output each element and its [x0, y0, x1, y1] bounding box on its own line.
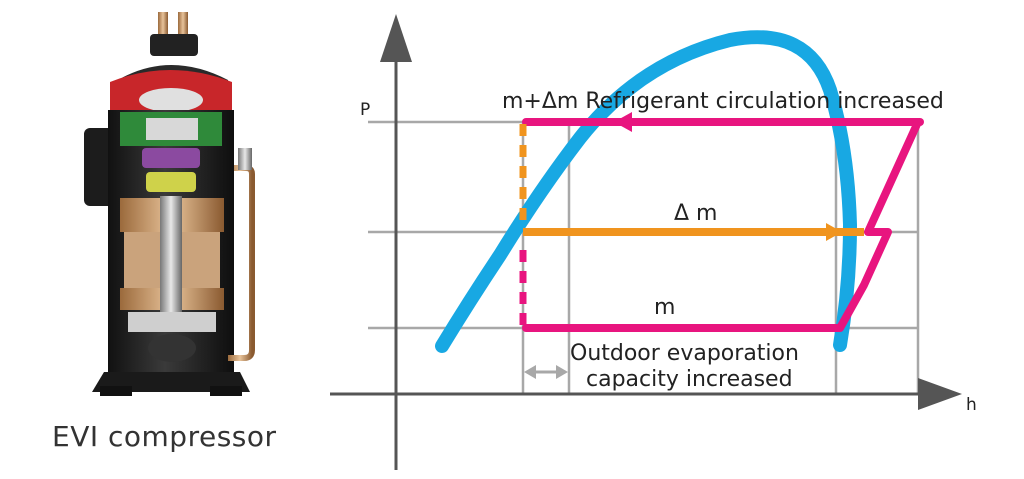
axis-label-p: P	[360, 100, 370, 120]
scroll-mechanism	[146, 118, 198, 140]
compressor-caption: EVI compressor	[52, 420, 277, 453]
bearing-purple	[142, 148, 200, 168]
terminal-box	[84, 128, 114, 206]
label-outdoor-line1: Outdoor evaporation	[570, 341, 799, 366]
top-fitting	[150, 34, 198, 56]
foot-left	[100, 386, 132, 396]
shaft	[160, 196, 182, 312]
compression-line	[522, 118, 922, 332]
saturation-dome-curve	[435, 30, 858, 353]
capacity-increase-arrow	[524, 365, 568, 379]
flow-arrow-top	[614, 112, 632, 132]
injection-arrow	[826, 223, 842, 241]
compressor-illustration	[84, 12, 255, 396]
label-m: m	[654, 295, 675, 320]
scroll-plate	[139, 88, 203, 112]
injection-port	[238, 148, 252, 170]
axis-label-h: h	[966, 395, 977, 415]
ph-diagram: P h m+Δm Refrigerant circulation increas…	[330, 14, 977, 470]
suction-pipe	[158, 12, 168, 52]
bearing-yellow	[146, 172, 196, 192]
y-axis-arrow	[380, 14, 412, 62]
oil-pump	[148, 334, 196, 362]
lower-bearing	[128, 312, 216, 332]
label-top-circulation: m+Δm Refrigerant circulation increased	[502, 89, 944, 114]
label-outdoor-line2: capacity increased	[586, 367, 793, 392]
x-axis-arrow	[918, 378, 962, 410]
label-delta-m: Δ m	[674, 201, 717, 226]
discharge-pipe	[178, 12, 188, 52]
foot-right	[210, 386, 242, 396]
